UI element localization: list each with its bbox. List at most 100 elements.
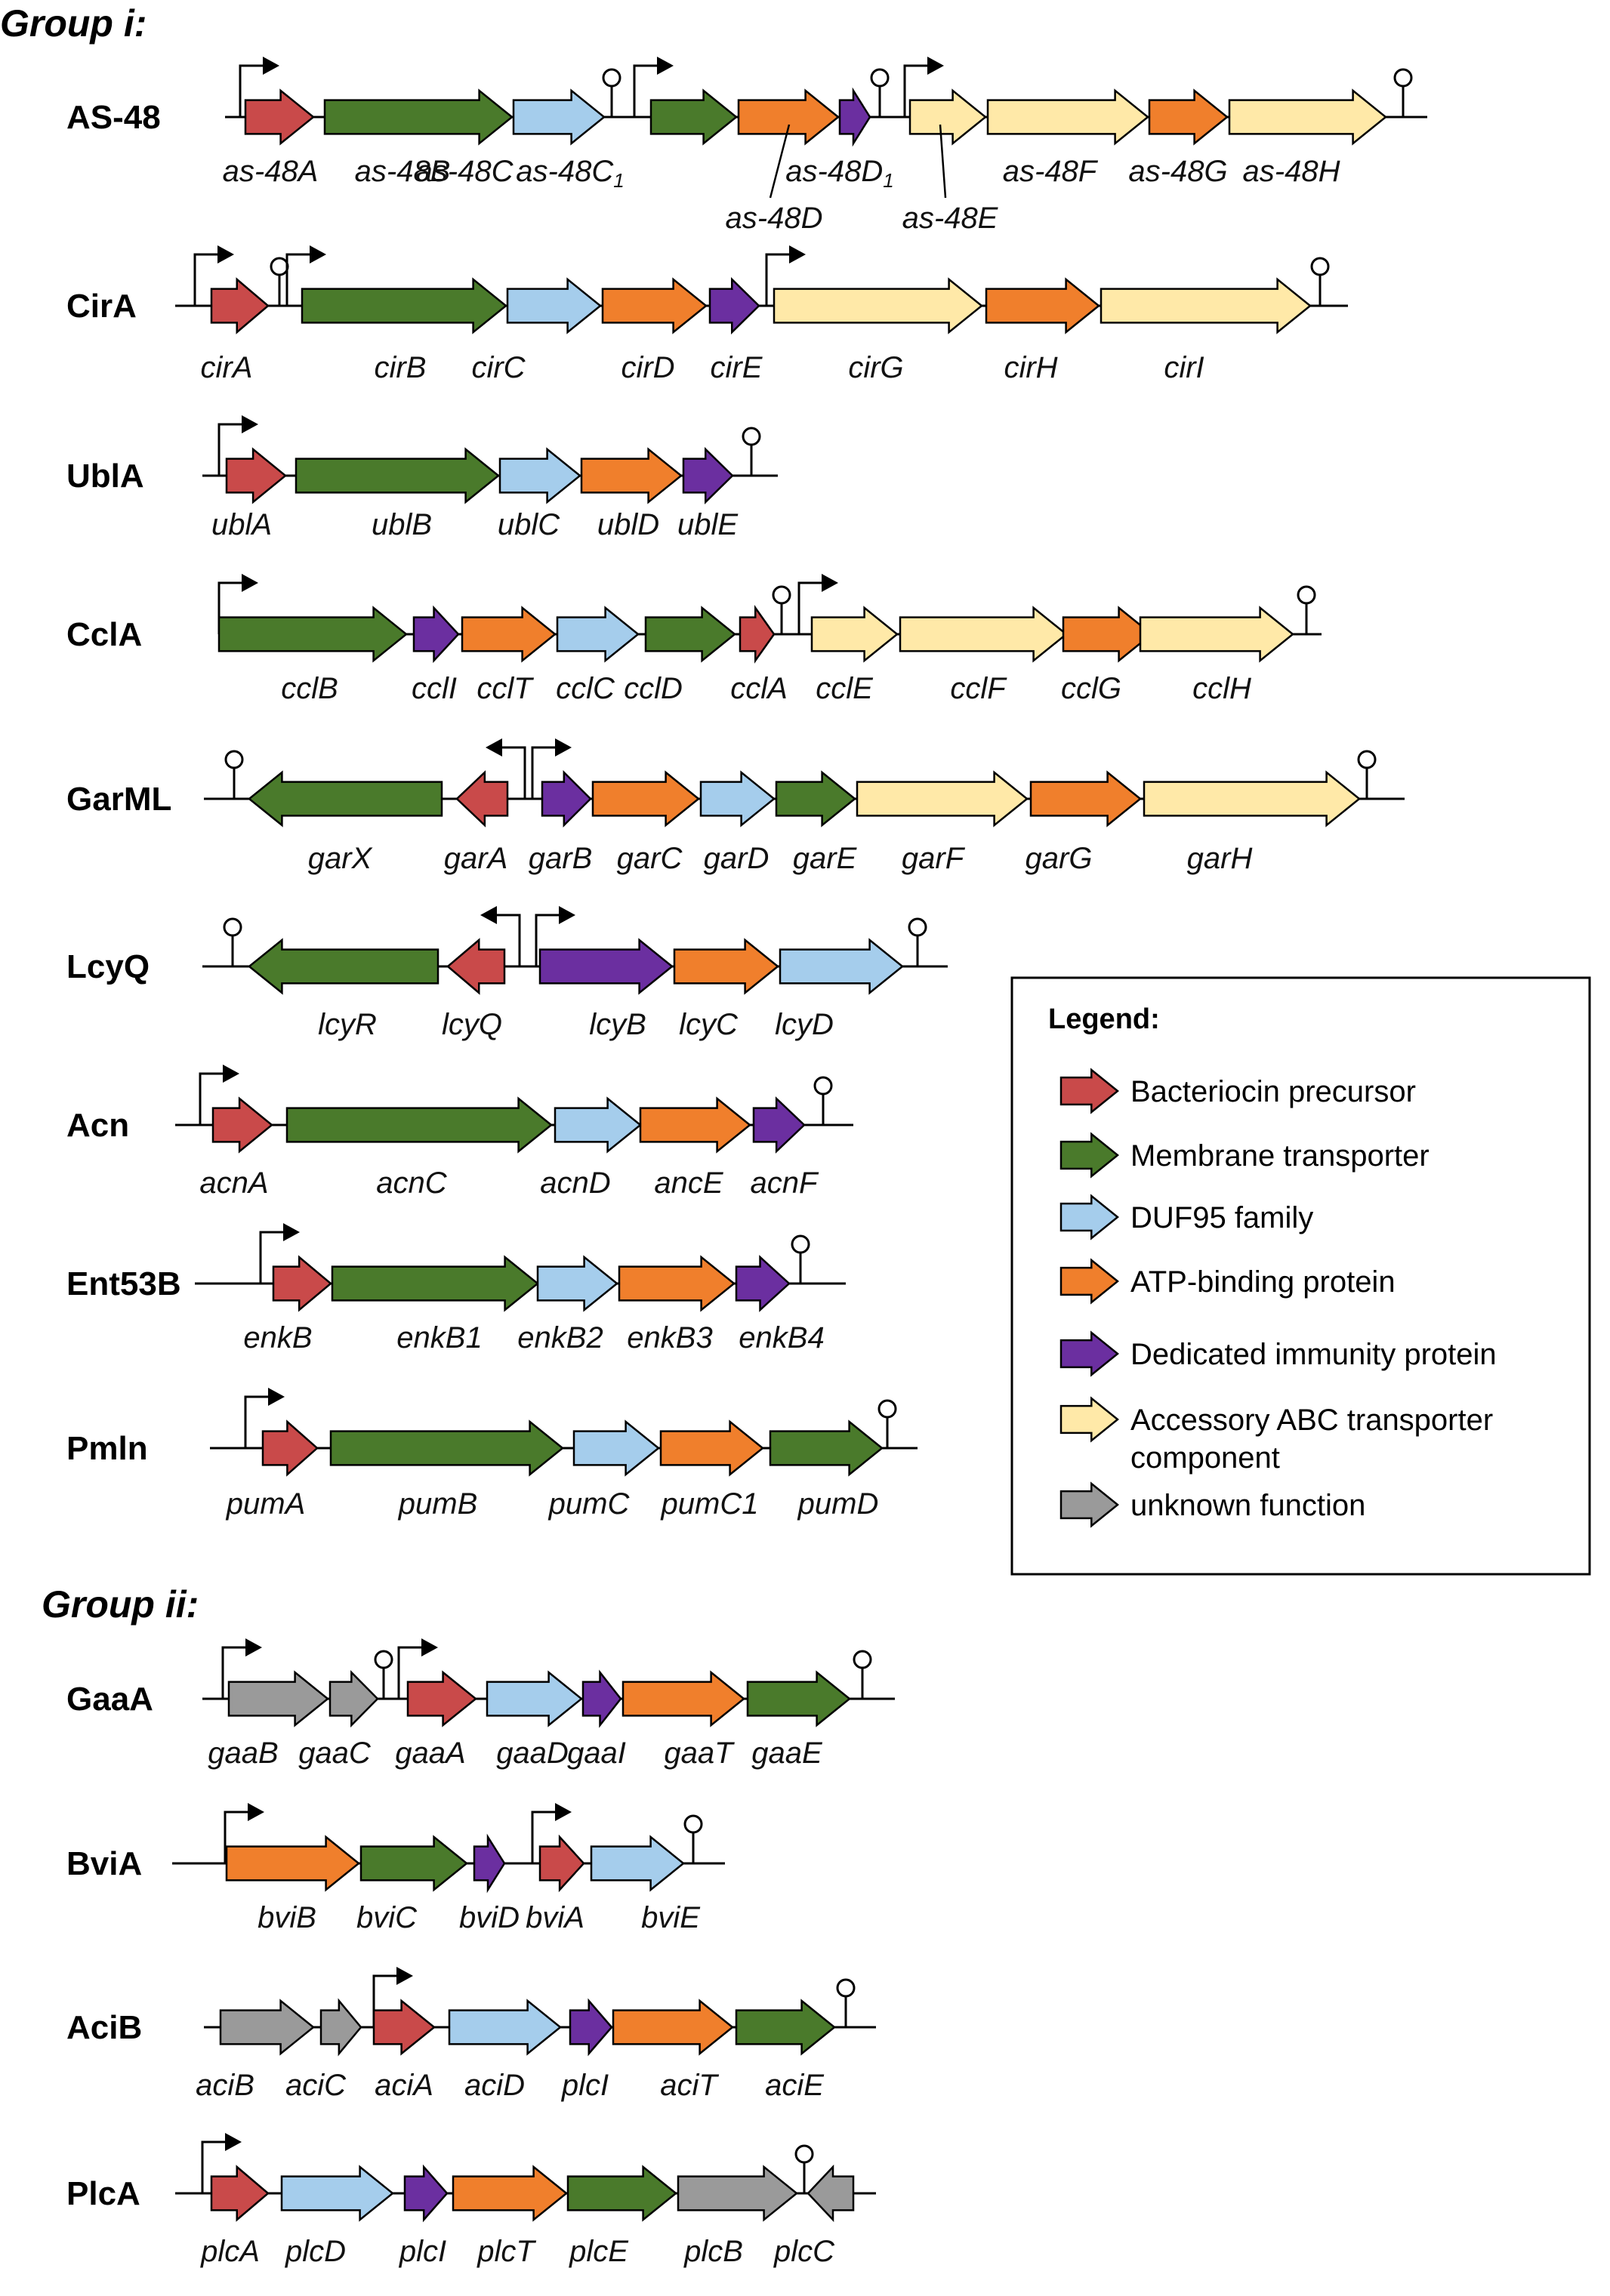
gene-label: pumB bbox=[398, 1487, 478, 1521]
gene-label: cclD bbox=[624, 672, 683, 705]
gene-label: lcyC bbox=[679, 1008, 739, 1041]
gene-label: ublA bbox=[211, 508, 272, 541]
gene-label: ublD bbox=[597, 508, 659, 541]
gene-arrow-ance bbox=[639, 1096, 751, 1154]
gene-arrow-cclh bbox=[1139, 606, 1294, 663]
promoter-arrow-icon bbox=[224, 1803, 264, 1863]
gene-label: cclA bbox=[730, 672, 788, 705]
promoter-arrow-icon bbox=[633, 57, 674, 117]
gene-arrow-plci bbox=[403, 2164, 449, 2223]
gene-arrow-garb bbox=[541, 769, 592, 828]
gene-label: cclF bbox=[950, 672, 1007, 705]
gene-arrow-garc bbox=[591, 770, 700, 827]
gene-label: gaaD bbox=[496, 1737, 569, 1770]
gene-label: gaaC bbox=[298, 1737, 372, 1770]
gene-arrow-cclf bbox=[899, 606, 1068, 663]
terminator-icon bbox=[813, 1076, 833, 1125]
gene-label: pumC bbox=[548, 1487, 631, 1521]
gene-label: as-48D1 bbox=[785, 155, 893, 192]
gene-label: cirE bbox=[711, 351, 763, 384]
gene-label: enkB bbox=[243, 1321, 312, 1354]
gene-label: as-48H bbox=[1243, 155, 1340, 188]
terminator-icon bbox=[224, 750, 244, 799]
legend-title: Legend: bbox=[1048, 1003, 1160, 1035]
gene-label: ublB bbox=[372, 508, 432, 541]
gene-arrow-plcc bbox=[807, 2164, 855, 2223]
gene-label: cclG bbox=[1061, 672, 1121, 705]
gene-arrow-puma bbox=[261, 1419, 319, 1477]
gene-label: cirI bbox=[1164, 351, 1204, 384]
gene-arrow-cira bbox=[210, 277, 270, 334]
gene-arrow-lcyb bbox=[538, 938, 674, 995]
gene-arrow-as-48a bbox=[244, 88, 315, 146]
gene-label: garF bbox=[902, 842, 966, 875]
gene-label: cirA bbox=[201, 351, 253, 384]
gene-arrow-gard bbox=[699, 770, 776, 827]
terminator-icon bbox=[794, 2144, 814, 2193]
gene-label: as-48C bbox=[416, 155, 514, 188]
gene-arrow-gaae bbox=[746, 1670, 851, 1727]
promoter-arrow-icon bbox=[531, 738, 572, 799]
legend-item-label: Bacteriocin precursor bbox=[1130, 1075, 1416, 1108]
gene-label: garE bbox=[793, 842, 858, 875]
promoter-arrow-icon bbox=[193, 245, 234, 306]
promoter-arrow-icon bbox=[797, 574, 838, 634]
promoter-arrow-icon bbox=[199, 1065, 239, 1125]
gene-arrow-gaad bbox=[486, 1670, 583, 1727]
gene-label: plcI bbox=[561, 2069, 609, 2102]
gene-label: enkB2 bbox=[517, 1321, 603, 1354]
gene-label: aciT bbox=[660, 2069, 719, 2102]
terminator-icon bbox=[742, 427, 761, 476]
gene-arrow-acnd bbox=[554, 1096, 642, 1154]
cluster-name: AciB bbox=[66, 2009, 142, 2046]
terminator-icon bbox=[772, 585, 791, 634]
gene-label: bviE bbox=[641, 1901, 701, 1934]
gene-arrow-pumd bbox=[769, 1419, 884, 1477]
gene-arrow-lcyr bbox=[248, 938, 440, 995]
gene-arrow-pumc bbox=[572, 1419, 660, 1477]
gene-label: as-48F bbox=[1003, 155, 1099, 188]
gene-arrow-cird bbox=[601, 277, 708, 334]
promoter-arrow-icon bbox=[259, 1223, 300, 1284]
gene-arrow-lcyc bbox=[673, 938, 779, 995]
cluster-name: Ent53B bbox=[66, 1265, 181, 1302]
gene-arrow-as-48d bbox=[737, 88, 840, 146]
terminator-icon bbox=[223, 917, 242, 966]
gene-label: enkB1 bbox=[396, 1321, 482, 1354]
terminator-icon bbox=[791, 1234, 810, 1284]
gene-arrow-acib bbox=[219, 1999, 315, 2056]
gene-arrow-ciri bbox=[1100, 277, 1312, 334]
gene-arrow-gara bbox=[455, 770, 509, 827]
group-ii-title: Group ii: bbox=[42, 1583, 199, 1626]
gene-arrow-cire bbox=[708, 277, 760, 334]
gene-arrow-plcb bbox=[677, 2165, 798, 2222]
gene-label: garA bbox=[444, 842, 508, 875]
gene-arrow-acnc bbox=[285, 1096, 553, 1154]
gene-label: lcyB bbox=[589, 1008, 646, 1041]
gene-label: acnA bbox=[199, 1166, 268, 1200]
promoter-arrow-icon bbox=[285, 245, 326, 306]
gene-label: cirB bbox=[375, 351, 427, 384]
legend-swatch-accessory bbox=[1059, 1396, 1119, 1443]
terminator-icon bbox=[836, 1978, 856, 2027]
legend-item-label: Membrane transporter bbox=[1130, 1139, 1430, 1173]
gene-label: enkB3 bbox=[627, 1321, 712, 1354]
legend-swatch-immunity bbox=[1059, 1330, 1119, 1377]
gene-label: gaaB bbox=[208, 1737, 278, 1770]
gene-arrow-gaat bbox=[621, 1670, 745, 1727]
gene-arrow-ccli bbox=[412, 605, 460, 664]
gene-arrow-cclc bbox=[556, 606, 640, 663]
legend-swatch-atp bbox=[1059, 1258, 1119, 1305]
legend-item-label-line2: component bbox=[1130, 1441, 1280, 1475]
gene-arrow-acic bbox=[319, 1998, 362, 2057]
cluster-name: BviA bbox=[66, 1845, 142, 1882]
gene-arrow-ccld bbox=[644, 606, 736, 663]
cluster-name: UblA bbox=[66, 458, 144, 495]
promoter-arrow-icon bbox=[765, 245, 806, 306]
gene-arrow-acna bbox=[211, 1096, 273, 1154]
promoter-arrow-icon bbox=[217, 415, 258, 476]
promoter-arrow-icon bbox=[239, 57, 279, 117]
terminator-icon bbox=[683, 1814, 703, 1863]
